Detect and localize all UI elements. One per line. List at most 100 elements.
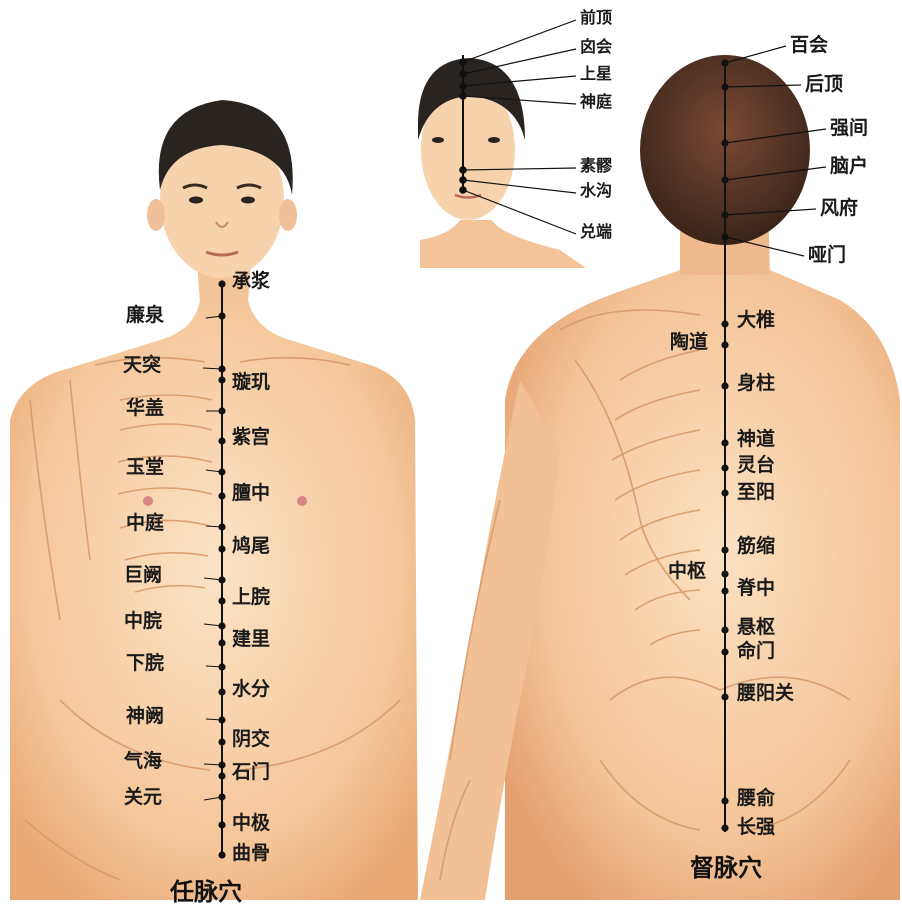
front-acupoint-marker xyxy=(218,761,225,768)
front-acupoint-label: 中脘 xyxy=(124,612,162,631)
back-acupoint-label: 大椎 xyxy=(737,311,775,330)
head-acupoint-marker xyxy=(459,92,467,100)
front-acupoint-label: 天突 xyxy=(123,356,161,375)
front-acupoint-label: 膻中 xyxy=(232,484,270,503)
front-acupoint-label: 下脘 xyxy=(126,654,164,673)
back-acupoint-marker xyxy=(721,341,728,348)
front-acupoint-marker xyxy=(218,688,225,695)
front-acupoint-marker xyxy=(218,407,225,414)
front-acupoint-marker xyxy=(218,622,225,629)
back-acupoint-label: 至阳 xyxy=(737,483,775,502)
head-inset xyxy=(418,42,586,268)
head-acupoint-marker xyxy=(459,82,467,90)
front-acupoint-label: 巨阙 xyxy=(124,566,162,585)
back-acupoint-label: 灵台 xyxy=(737,456,775,475)
head-acupoint-label: 囟会 xyxy=(580,39,612,55)
back-acupoint-label: 百会 xyxy=(790,36,828,55)
back-acupoint-marker xyxy=(721,489,728,496)
front-acupoint-marker xyxy=(218,376,225,383)
front-acupoint-marker xyxy=(218,821,225,828)
back-acupoint-label: 命门 xyxy=(737,642,775,661)
front-acupoint-marker xyxy=(218,312,225,319)
front-acupoint-label: 上脘 xyxy=(232,588,270,607)
back-acupoint-marker xyxy=(721,139,728,146)
front-acupoint-marker xyxy=(218,772,225,779)
back-acupoint-marker xyxy=(721,439,728,446)
front-acupoint-marker xyxy=(218,523,225,530)
back-acupoint-label: 神道 xyxy=(737,430,775,449)
back-acupoint-marker xyxy=(721,83,728,90)
back-acupoint-label: 身柱 xyxy=(737,374,775,393)
front-acupoint-label: 关元 xyxy=(124,788,162,807)
front-acupoint-label: 玉堂 xyxy=(126,458,164,477)
back-acupoint-marker xyxy=(721,570,728,577)
head-acupoint-label: 前顶 xyxy=(580,10,612,26)
front-acupoint-marker xyxy=(218,793,225,800)
front-acupoint-marker xyxy=(218,851,225,858)
head-acupoint-marker xyxy=(459,166,467,174)
back-acupoint-label: 脑户 xyxy=(830,157,868,176)
back-acupoint-marker xyxy=(721,59,728,66)
back-acupoint-marker xyxy=(721,233,728,240)
front-acupoint-marker xyxy=(218,597,225,604)
front-acupoint-label: 华盖 xyxy=(126,399,164,418)
head-acupoint-marker xyxy=(459,186,467,194)
back-acupoint-label: 陶道 xyxy=(670,333,708,352)
front-acupoint-label: 气海 xyxy=(124,752,162,771)
front-figure xyxy=(10,100,418,900)
head-acupoint-label: 上星 xyxy=(580,66,612,82)
front-acupoint-marker xyxy=(218,639,225,646)
back-acupoint-label: 长强 xyxy=(737,818,775,837)
front-acupoint-label: 阴交 xyxy=(232,730,270,749)
head-acupoint-marker xyxy=(459,58,467,66)
front-acupoint-label: 中庭 xyxy=(126,514,164,533)
back-caption: 督脉穴 xyxy=(690,848,762,883)
front-acupoint-marker xyxy=(218,716,225,723)
back-acupoint-marker xyxy=(721,824,728,831)
back-acupoint-marker xyxy=(721,693,728,700)
front-acupoint-label: 廉泉 xyxy=(126,306,164,325)
back-acupoint-marker xyxy=(721,546,728,553)
back-acupoint-label: 脊中 xyxy=(737,579,775,598)
front-acupoint-label: 中极 xyxy=(232,814,270,833)
front-acupoint-label: 建里 xyxy=(232,630,270,649)
back-acupoint-marker xyxy=(721,320,728,327)
back-leader-line xyxy=(725,46,786,63)
front-acupoint-label: 璇玑 xyxy=(232,373,270,392)
back-acupoint-label: 悬枢 xyxy=(737,618,775,637)
head-acupoint-marker xyxy=(459,176,467,184)
back-acupoint-marker xyxy=(721,648,728,655)
front-acupoint-label: 曲骨 xyxy=(232,844,270,863)
front-acupoint-marker xyxy=(218,437,225,444)
head-acupoint-label: 素髎 xyxy=(580,158,612,174)
back-acupoint-label: 腰俞 xyxy=(737,789,775,808)
back-acupoint-label: 风府 xyxy=(820,199,858,218)
front-acupoint-marker xyxy=(218,468,225,475)
front-acupoint-label: 水分 xyxy=(232,680,270,699)
front-caption: 任脉穴 xyxy=(170,872,242,907)
back-acupoint-marker xyxy=(721,797,728,804)
front-acupoint-label: 石门 xyxy=(232,763,270,782)
back-acupoint-marker xyxy=(721,626,728,633)
back-acupoint-label: 哑门 xyxy=(808,246,846,265)
head-acupoint-label: 水沟 xyxy=(580,183,612,199)
back-torso xyxy=(505,270,900,900)
head-acupoint-label: 神庭 xyxy=(580,94,612,110)
head-acupoint-label: 兑端 xyxy=(580,224,612,240)
back-acupoint-marker xyxy=(721,382,728,389)
front-acupoint-label: 承浆 xyxy=(232,272,270,291)
back-acupoint-label: 筋缩 xyxy=(737,537,775,556)
back-acupoint-label: 中枢 xyxy=(668,562,706,581)
back-acupoint-marker xyxy=(721,211,728,218)
head-acupoint-marker xyxy=(459,70,467,78)
front-acupoint-marker xyxy=(218,738,225,745)
back-acupoint-marker xyxy=(721,464,728,471)
back-acupoint-label: 强间 xyxy=(830,119,868,138)
front-acupoint-label: 神阙 xyxy=(126,707,164,726)
front-acupoint-marker xyxy=(218,280,225,287)
front-acupoint-marker xyxy=(218,576,225,583)
front-acupoint-marker xyxy=(218,663,225,670)
front-acupoint-marker xyxy=(218,365,225,372)
front-acupoint-marker xyxy=(218,492,225,499)
back-acupoint-label: 腰阳关 xyxy=(737,684,794,703)
